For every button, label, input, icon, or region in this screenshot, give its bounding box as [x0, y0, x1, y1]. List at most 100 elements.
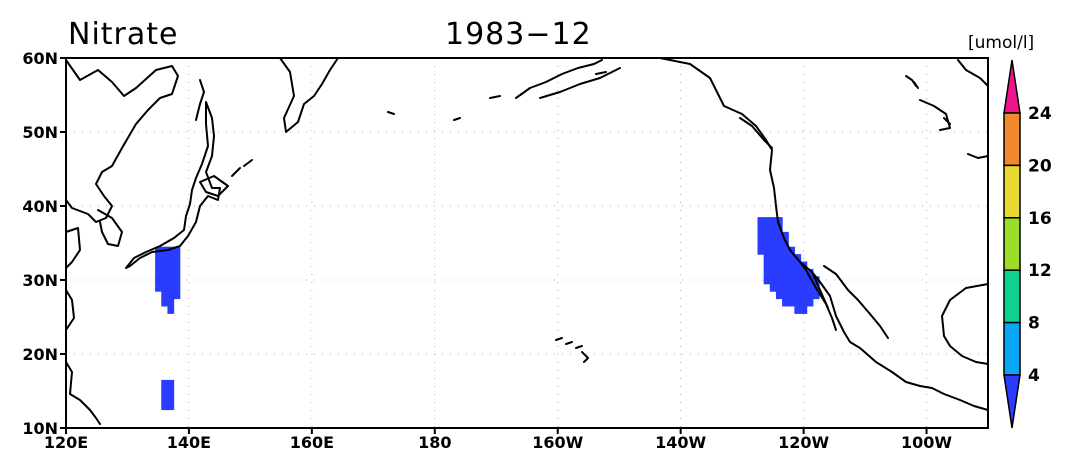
- lon-tick-label: 160W: [532, 433, 583, 452]
- colorbar-tick-label: 16: [1028, 209, 1052, 229]
- map-frame: [65, 57, 989, 429]
- coastline-aleutians: [387, 59, 621, 121]
- nitrate-cell: [782, 239, 789, 248]
- nitrate-cell: [775, 224, 783, 233]
- nitrate-cell: [167, 246, 175, 255]
- lon-tick-label: 160E: [290, 433, 334, 452]
- nitrate-cell: [763, 239, 771, 248]
- lon-tick-label: 120W: [778, 433, 829, 452]
- nitrate-data-layer: [155, 217, 820, 411]
- nitrate-cell: [800, 283, 808, 292]
- lat-tick-label: 30N: [22, 271, 58, 290]
- nitrate-cell: [173, 283, 181, 292]
- nitrate-cell: [806, 298, 814, 307]
- nitrate-cell: [775, 268, 783, 277]
- nitrate-cell: [757, 217, 765, 226]
- nitrate-cell: [794, 283, 802, 292]
- nitrate-cell: [806, 268, 814, 277]
- coastline-hawaii: [555, 337, 589, 363]
- lon-tick-label: 120E: [44, 433, 88, 452]
- nitrate-cell: [757, 246, 765, 255]
- nitrate-cell: [769, 276, 777, 285]
- colorbar-extend-bottom: [1003, 374, 1021, 429]
- nitrate-cell: [775, 239, 783, 248]
- nitrate-cell: [769, 268, 777, 277]
- lat-tick-label: 10N: [22, 419, 58, 438]
- nitrate-cell: [782, 291, 789, 300]
- lon-tick-label: 140W: [655, 433, 706, 452]
- nitrate-cell: [167, 276, 175, 285]
- map-title-date: 1983−12: [445, 17, 592, 52]
- nitrate-cell: [769, 224, 777, 233]
- nitrate-cell: [806, 283, 814, 292]
- coastline-kuril: [231, 159, 253, 177]
- colorbar-tick-label: 4: [1028, 366, 1040, 386]
- lat-tick-label: 20N: [22, 345, 58, 364]
- nitrate-cell: [155, 268, 162, 277]
- nitrate-cell: [788, 261, 795, 270]
- nitrate-cell: [167, 387, 175, 396]
- colorbar-tick-label: 8: [1028, 314, 1040, 334]
- nitrate-cell: [782, 268, 789, 277]
- nitrate-cell: [167, 394, 175, 403]
- nitrate-cell: [757, 224, 765, 233]
- nitrate-cell: [794, 268, 802, 277]
- colorbar-segment: [1003, 164, 1021, 219]
- colorbar-segment: [1003, 269, 1021, 324]
- coastline-east-asia: [65, 59, 179, 223]
- nitrate-cell: [800, 305, 808, 314]
- data-region-california-current: [757, 217, 820, 314]
- nitrate-cell: [775, 261, 783, 270]
- map-title-variable: Nitrate: [68, 17, 178, 52]
- nitrate-cell: [167, 402, 175, 411]
- nitrate-cell: [161, 291, 169, 300]
- nitrate-cell: [769, 254, 777, 263]
- nitrate-cell: [155, 276, 162, 285]
- data-region-western-pacific-tropics: [161, 379, 175, 411]
- nitrate-cell: [763, 261, 771, 270]
- coastline-china-south: [65, 227, 101, 425]
- nitrate-cell: [769, 217, 777, 226]
- nitrate-cell: [806, 291, 814, 300]
- nitrate-cell: [769, 261, 777, 270]
- graticule: [66, 58, 988, 428]
- nitrate-cell: [794, 261, 802, 270]
- nitrate-cell: [763, 224, 771, 233]
- nitrate-cell: [167, 291, 175, 300]
- coastline-hudson: [905, 75, 919, 89]
- nitrate-cell: [173, 261, 181, 270]
- nitrate-cell: [788, 276, 795, 285]
- nitrate-cell: [782, 254, 789, 263]
- nitrate-cell: [769, 239, 777, 248]
- nitrate-cell: [782, 231, 789, 240]
- colorbar-tick-label: 24: [1028, 104, 1052, 124]
- nitrate-cell: [757, 231, 765, 240]
- nitrate-cell: [161, 283, 169, 292]
- nitrate-cell: [775, 254, 783, 263]
- nitrate-cell: [775, 217, 783, 226]
- nitrate-cell: [161, 254, 169, 263]
- nitrate-cell: [161, 298, 169, 307]
- colorbar-extend-top: [1003, 59, 1021, 114]
- nitrate-cell: [788, 254, 795, 263]
- nitrate-cell: [161, 268, 169, 277]
- nitrate-cell: [775, 291, 783, 300]
- nitrate-cell: [812, 291, 820, 300]
- coastline-kamchatka: [279, 57, 339, 133]
- nitrate-cell: [794, 298, 802, 307]
- coastlines: [65, 57, 989, 425]
- nitrate-cell: [794, 305, 802, 314]
- nitrate-cell: [763, 246, 771, 255]
- nitrate-cell: [775, 231, 783, 240]
- nitrate-cell: [782, 276, 789, 285]
- nitrate-cell: [775, 276, 783, 285]
- nitrate-cell: [167, 379, 175, 388]
- nitrate-cell: [161, 402, 169, 411]
- nitrate-cell: [769, 283, 777, 292]
- nitrate-cell: [167, 283, 175, 292]
- data-region-western-pacific-south-of-japan: [155, 246, 181, 314]
- nitrate-cell: [782, 283, 789, 292]
- nitrate-cell: [763, 231, 771, 240]
